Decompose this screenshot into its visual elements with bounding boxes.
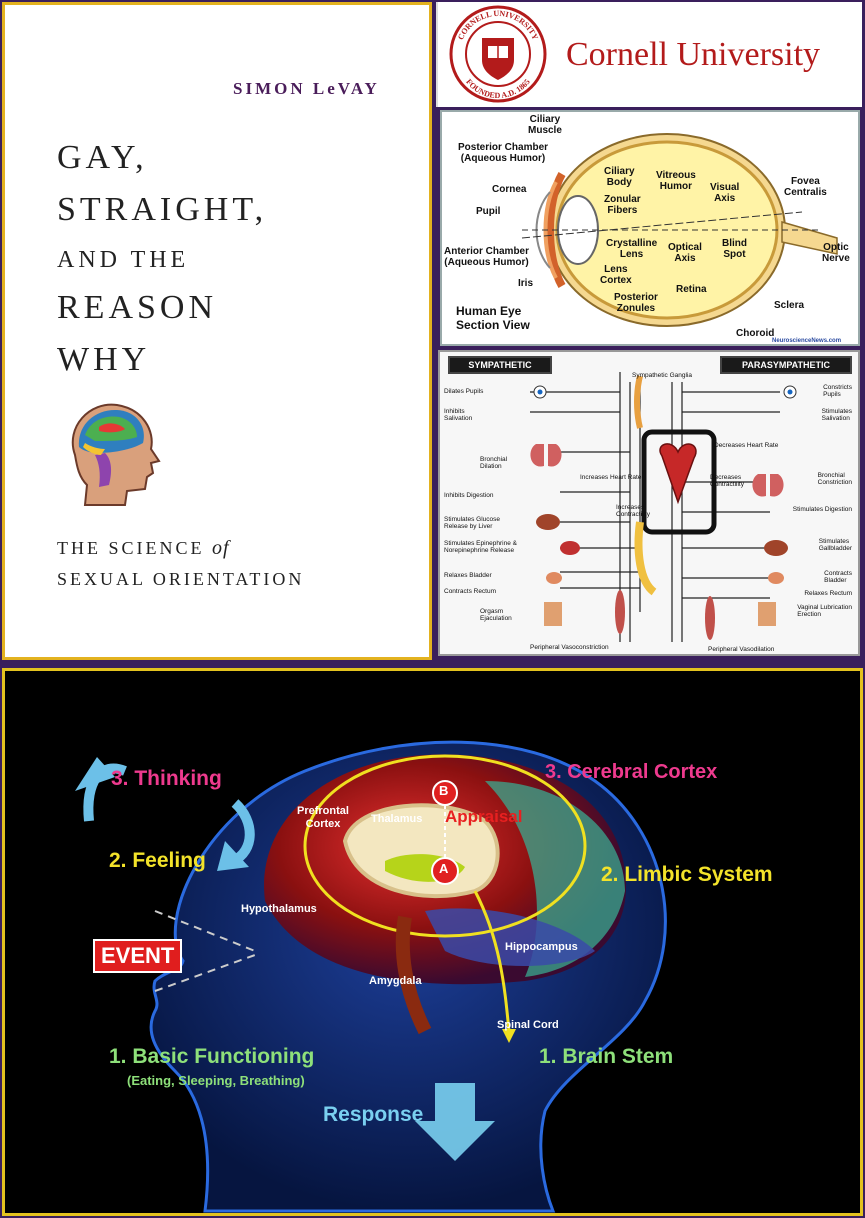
eye-label-crystalline-lens: Crystalline Lens — [606, 238, 658, 260]
eye-label-optical-axis: Optical Axis — [668, 242, 702, 264]
ans-center-0: Decreases Heart Rate — [714, 442, 779, 449]
ans-right-3: Stimulates Digestion — [792, 506, 852, 513]
human-eye-diagram: Ciliary Muscle Posterior Chamber (Aqueou… — [440, 110, 860, 346]
eye-label-cornea: Cornea — [492, 184, 527, 195]
label-hypothalamus: Hypothalamus — [241, 903, 317, 915]
cornell-header: CORNELL UNIVERSITY FOUNDED A.D. 1865 Cor… — [436, 2, 862, 107]
book-title-line4: REASON — [57, 289, 218, 326]
ans-left-3: Inhibits Digestion — [444, 492, 494, 499]
eye-section-graphic — [521, 133, 838, 327]
ans-right-4: Stimulates Gallbladder — [818, 538, 852, 552]
parasympathetic-header: PARASYMPATHETIC — [720, 356, 852, 374]
eye-label-blind-spot: Blind Spot — [722, 238, 747, 260]
book-subtitle-line1: THE SCIENCE of — [57, 537, 230, 560]
eye-diagram-title: Human Eye Section View — [456, 304, 530, 332]
ans-right-6: Relaxes Rectum — [804, 590, 852, 597]
cornell-name: Cornell University — [566, 36, 821, 73]
ans-center-3: Increases Contractility — [616, 504, 650, 518]
ans-left-5: Stimulates Epinephrine & Norepinephrine … — [444, 540, 517, 554]
label-cerebral-cortex: 3. Cerebral Cortex — [545, 761, 718, 783]
eye-label-sclera: Sclera — [774, 300, 805, 311]
eye-label-pupil: Pupil — [476, 206, 501, 217]
ans-left-2: Bronchial Dilation — [480, 456, 508, 470]
label-thinking: 3. Thinking — [111, 767, 222, 790]
eye-label-zonular-fibers: Zonular Fibers — [604, 194, 641, 216]
book-subtitle-science: THE SCIENCE — [57, 538, 205, 558]
eye-label-fovea-centralis: Fovea Centralis — [784, 176, 827, 198]
ans-right-7: Vaginal Lubrication Erection — [797, 604, 852, 618]
eye-label-ciliary-muscle: Ciliary Muscle — [528, 114, 562, 136]
label-feeling: 2. Feeling — [109, 849, 206, 872]
eye-label-retina: Retina — [676, 284, 707, 295]
brain-graphic — [75, 740, 667, 1213]
eye-label-lens-cortex: Lens Cortex — [600, 264, 632, 286]
eye-label-vitreous-humor: Vitreous Humor — [656, 170, 696, 192]
ans-bottom-left: Peripheral Vasoconstriction — [530, 644, 609, 651]
book-title-line1: GAY, — [57, 139, 148, 176]
ans-left-6: Relaxes Bladder — [444, 572, 492, 579]
cornell-seal-icon: CORNELL UNIVERSITY FOUNDED A.D. 1865 — [449, 5, 547, 103]
ans-bottom-right: Peripheral Vasodilation — [708, 646, 775, 653]
ans-center-2: Decreases Contractility — [710, 474, 744, 488]
label-limbic-system: 2. Limbic System — [601, 863, 773, 886]
ans-left-1: Inhibits Salivation — [444, 408, 473, 422]
eye-label-iris: Iris — [518, 278, 534, 289]
marker-a: A — [439, 861, 449, 876]
book-subtitle-line2: SEXUAL ORIENTATION — [57, 569, 305, 589]
ans-right-5: Contracts Bladder — [824, 570, 852, 584]
label-appraisal: Appraisal — [445, 807, 523, 826]
marker-b: B — [439, 783, 449, 798]
label-spinal-cord: Spinal Cord — [497, 1019, 559, 1031]
label-prefrontal-cortex: Prefrontal Cortex — [297, 805, 349, 830]
ans-right-2: Bronchial Constriction — [817, 472, 852, 486]
eye-label-optic-nerve: Optic Nerve — [822, 242, 850, 264]
ans-right-1: Stimulates Salivation — [821, 408, 852, 422]
eye-label-ciliary-body: Ciliary Body — [604, 166, 635, 188]
head-brain-illustration — [71, 403, 161, 506]
sympathetic-header: SYMPATHETIC — [448, 356, 552, 374]
label-hippocampus: Hippocampus — [505, 941, 578, 953]
eye-label-posterior-chamber: Posterior Chamber (Aqueous Humor) — [458, 142, 549, 164]
book-subtitle-of: of — [212, 537, 230, 559]
eye-label-visual-axis: Visual Axis — [710, 182, 740, 204]
label-basic-functioning: 1. Basic Functioning — [109, 1045, 315, 1068]
book-title-line3: AND THE — [57, 247, 190, 273]
brain-emotion-diagram: 3. Thinking 2. Feeling 3. Cerebral Corte… — [2, 668, 863, 1216]
book-cover: SIMON LeVAY GAY, STRAIGHT, AND THE REASO… — [2, 2, 432, 660]
eye-label-choroid: Choroid — [736, 328, 775, 339]
ans-left-7: Contracts Rectum — [444, 588, 497, 595]
book-title-line2: STRAIGHT, — [57, 191, 268, 228]
ans-left-0: Dilates Pupils — [444, 388, 484, 395]
ans-right-0: Constricts Pupils — [823, 384, 852, 398]
eye-credit: NeuroscienceNews.com — [772, 338, 842, 344]
ans-left-8: Orgasm Ejaculation — [480, 608, 512, 622]
eye-label-posterior-zonules: Posterior Zonules — [614, 292, 658, 314]
label-thalamus: Thalamus — [371, 813, 423, 825]
ans-center-top: Sympathetic Ganglia — [632, 372, 692, 379]
book-author: SIMON LeVAY — [233, 79, 380, 98]
eye-label-anterior-chamber: Anterior Chamber (Aqueous Humor) — [444, 246, 530, 268]
ans-left-4: Stimulates Glucose Release by Liver — [444, 516, 500, 530]
event-badge: EVENT — [93, 939, 183, 973]
label-amygdala: Amygdala — [369, 975, 422, 987]
book-title-line5: WHY — [57, 341, 151, 378]
label-brain-stem: 1. Brain Stem — [539, 1045, 674, 1068]
label-response: Response — [323, 1103, 424, 1126]
label-basic-sub: (Eating, Sleeping, Breathing) — [127, 1073, 305, 1088]
ans-center-1: Increases Heart Rate — [580, 474, 642, 481]
ans-graphic — [530, 372, 797, 642]
autonomic-nervous-system-diagram: SYMPATHETIC PARASYMPATHETIC — [438, 350, 860, 656]
